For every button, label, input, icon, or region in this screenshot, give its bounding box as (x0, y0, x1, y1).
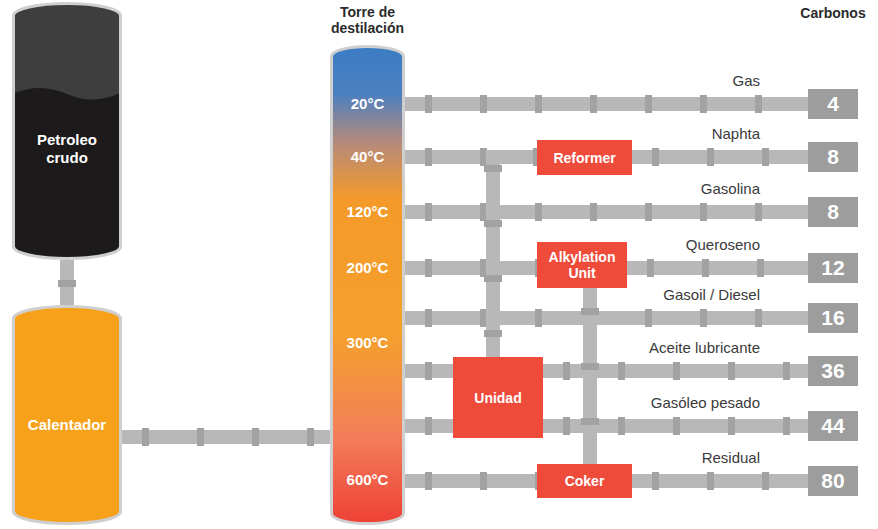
process-box: Coker (537, 464, 632, 498)
carbon-count-box: 8 (808, 197, 858, 227)
pipe-connector (493, 157, 537, 357)
node-label: Calentador (28, 416, 106, 434)
pipe-connector (543, 426, 808, 427)
pipe-connector (405, 481, 537, 482)
pipe-joint (405, 259, 537, 277)
pipe-connector (405, 212, 808, 213)
pipe (405, 97, 808, 111)
tank-outline (14, 4, 121, 259)
pipe-joint (493, 157, 537, 357)
pipe-connector (405, 104, 808, 105)
pipe-connector (590, 288, 591, 464)
process-box: Unidad (453, 357, 543, 438)
tower-body (330, 45, 405, 525)
carbon-count-box: 16 (808, 303, 858, 333)
heater-tank: Calentador (12, 305, 122, 525)
pipe-connector (405, 268, 537, 269)
pipe-joint (122, 428, 330, 446)
heater-outline (14, 307, 121, 524)
product-label: Queroseno (684, 236, 762, 254)
temperature-label: 200°C (330, 259, 405, 277)
pipe (405, 364, 453, 378)
pipe (405, 261, 537, 275)
product-label: Gasoil / Diesel (661, 286, 762, 304)
carbon-count-box: 8 (808, 142, 858, 172)
pipe (632, 474, 808, 488)
carbon-count-box: 80 (808, 466, 858, 496)
product-label: Aceite lubricante (647, 339, 762, 357)
pipe-connector (627, 268, 808, 269)
pipe (583, 288, 597, 464)
product-label: Gasóleo pesado (649, 394, 762, 412)
product-label: Gasolina (699, 180, 762, 198)
unit-label: Coker (565, 473, 605, 489)
pipe-connector (632, 157, 808, 158)
pipe (405, 474, 537, 488)
tower-column: 20°C 40°C 120°C 200°C 300°C 600°C (330, 45, 405, 525)
carbon-number: 80 (821, 469, 844, 493)
tower-outline (332, 47, 404, 524)
crude-tank: Petroleo crudo (12, 2, 122, 260)
pipe (122, 430, 330, 444)
temperature-label: 40°C (330, 148, 405, 166)
temperature-label: 120°C (330, 203, 405, 221)
pipe-connector (632, 481, 808, 482)
process-box: Reformer (537, 140, 632, 175)
pipe-connector (405, 371, 453, 372)
column-heading: Carbonos (798, 4, 867, 22)
node-label: Petroleo crudo (22, 131, 112, 167)
pipe (60, 260, 74, 305)
pipe-connector (405, 318, 808, 319)
tower-heading: Torre de destilación (305, 4, 430, 36)
pipe (493, 157, 537, 357)
process-box: Alkylation Unit (537, 242, 627, 288)
temperature-label: 300°C (330, 334, 405, 352)
pipe-joint (632, 472, 808, 490)
pipe-joint (405, 203, 808, 221)
crude-oil (12, 88, 122, 260)
carbon-number: 36 (821, 359, 844, 383)
carbon-number: 16 (821, 306, 844, 330)
product-label: Naphta (710, 125, 762, 143)
pipe-joint (405, 417, 453, 435)
pipe-joint (581, 288, 599, 464)
product-label: Gas (730, 72, 762, 90)
pipe-joint (627, 259, 808, 277)
product-label: Residual (700, 449, 762, 467)
pipe-connector (122, 437, 330, 438)
pipe (405, 311, 808, 325)
heater-body (12, 305, 122, 525)
temperature-label: 20°C (330, 95, 405, 113)
pipe-joint (58, 260, 76, 305)
pipe (627, 261, 808, 275)
carbon-number: 12 (821, 256, 844, 280)
carbon-count-box: 4 (808, 89, 858, 119)
unit-label: Alkylation Unit (543, 249, 621, 281)
carbon-number: 44 (821, 414, 844, 438)
carbon-number: 4 (827, 92, 839, 116)
carbon-number: 8 (827, 200, 839, 224)
temperature-label: 600°C (330, 471, 405, 489)
pipe (632, 150, 808, 164)
carbon-count-box: 12 (808, 253, 858, 283)
carbon-number: 8 (827, 145, 839, 169)
pipe (405, 419, 453, 433)
pipe-joint (632, 148, 808, 166)
carbon-count-box: 36 (808, 356, 858, 386)
pipe-connector (405, 426, 453, 427)
pipe-joint (405, 309, 808, 327)
unit-label: Unidad (474, 390, 521, 406)
unit-label: Reformer (553, 150, 615, 166)
pipe-joint (405, 95, 808, 113)
pipe (405, 205, 808, 219)
carbon-count-box: 44 (808, 411, 858, 441)
distillation-tower: Torre de destilación 20°C 40°C 120°C 200°C 30… (305, 0, 430, 527)
pipe-connector (67, 260, 68, 305)
pipe-joint (405, 362, 453, 380)
pipe-joint (405, 472, 537, 490)
pipe-connector (543, 371, 808, 372)
